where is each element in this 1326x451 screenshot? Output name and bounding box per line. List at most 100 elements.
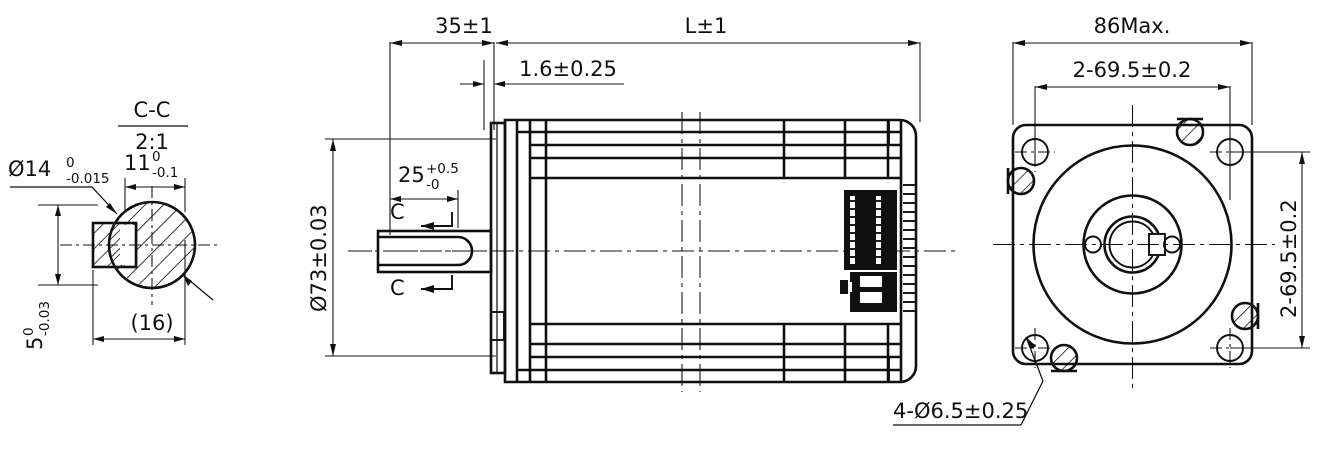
section-mark-arrow-upper-line [421, 212, 453, 227]
shaft-length-arrow-right [482, 40, 494, 46]
motor-body [348, 112, 960, 392]
rear-corner-top [888, 120, 901, 146]
hole-pitch-horizontal-dimension: 2-69.5±0.2 [1034, 58, 1231, 200]
key-depth-tol-upper: 0 [21, 327, 37, 336]
section-title: C-C [134, 98, 171, 122]
shaft-length-value: 35±1 [435, 14, 493, 38]
flat-width-dimension: (16) [92, 240, 186, 345]
shaft-diameter-leader [10, 186, 118, 215]
corner-boss-br [1230, 301, 1260, 331]
body-length-arrow-left [496, 40, 508, 46]
section-view-cc: C-C 2:1 Ø14 0 -0.015 11 0 -0.1 [8, 98, 220, 350]
key-length-arrow-left [390, 196, 401, 202]
pilot-diameter-dimension: Ø73±0.03 [307, 138, 496, 357]
key-length-dimension: 25 +0.5 -0 [389, 161, 459, 228]
body-length-dimension: L±1 [496, 14, 921, 122]
corner-boss-tr-hatch [1177, 119, 1203, 145]
key-depth-tol-lower: -0.03 [37, 301, 53, 336]
connector-slot-right [876, 196, 881, 264]
hole-pitch-v-arrow-top [1299, 152, 1305, 164]
side-elevation-view: 35±1 L±1 1.6±0.25 [307, 14, 960, 392]
connector-lower-stud [840, 280, 848, 294]
pilot-thickness-arrow-left [473, 81, 484, 87]
section-mark-arrow-upper-head [421, 222, 434, 230]
mounting-holes-leader-1 [1020, 380, 1044, 426]
connector-pins [849, 200, 882, 258]
shaft-diameter-tol-upper: 0 [66, 155, 75, 171]
body-length-arrow-right [908, 40, 920, 46]
body-vertical-dividers [782, 120, 890, 382]
corner-boss-bl-hatch [1051, 345, 1077, 371]
mounting-holes-callout: 4-Ø6.5±0.25 [893, 336, 1044, 426]
section-mark-arrow-lower-head [421, 285, 434, 293]
mounting-holes-leader-2 [1025, 336, 1044, 382]
hole-pitch-vertical-value: 2-69.5±0.2 [1277, 199, 1301, 318]
corner-bosses [1006, 117, 1260, 373]
key-length-tol-upper: +0.5 [426, 161, 459, 177]
key-width-tol-upper: 0 [152, 149, 161, 165]
shaft-length-dimension: 35±1 [389, 14, 495, 235]
mounting-holes-value: 4-Ø6.5±0.25 [893, 399, 1028, 423]
pilot-thickness-value: 1.6±0.25 [519, 57, 617, 81]
body-length-value: L±1 [685, 14, 728, 38]
front-view-centerlines [993, 105, 1275, 390]
rear-corner-bottom [888, 356, 901, 382]
corner-boss-tr [1175, 117, 1205, 147]
shaft-length-arrow-left [390, 40, 402, 46]
corner-boss-bl [1049, 343, 1079, 373]
terminal-connector-block [840, 190, 897, 312]
key-depth-arrow-top [55, 205, 61, 216]
motor-body-outline [503, 118, 918, 384]
flange-width-dimension: 86Max. [1012, 14, 1253, 125]
key-length-arrow-right [447, 196, 458, 202]
key-depth-arrow-bottom [55, 274, 61, 285]
connector-slot-left [850, 196, 855, 264]
body-top-ribs [517, 130, 900, 180]
key-length-value: 25 [398, 163, 425, 187]
body-bottom-ribs [517, 322, 900, 372]
corner-boss-tl-hatch [1008, 168, 1034, 194]
pilot-thickness-arrow-right [494, 81, 505, 87]
flange-width-value: 86Max. [1094, 14, 1171, 38]
shaft-cross-section [60, 186, 220, 305]
pilot-diameter-arrow-top [330, 139, 336, 151]
pilot-diameter-arrow-bottom [330, 344, 336, 356]
hole-pitch-h-arrow-right [1218, 84, 1230, 90]
shaft-leader-lower-arrow [183, 275, 192, 286]
key-width-arrow-left [125, 184, 136, 190]
corner-boss-tl [1006, 166, 1036, 196]
pilot-diameter-value: Ø73±0.03 [307, 204, 331, 312]
section-mark-letter-upper: C [390, 200, 405, 224]
connector-lower-slot-2 [860, 292, 882, 303]
rear-cooling-fins [903, 184, 915, 312]
flange-width-arrow-right [1240, 40, 1252, 46]
key-width-value: 11 [124, 151, 151, 175]
front-end-view: 86Max. 2-69.5±0.2 2-69.5±0.2 [893, 14, 1310, 426]
section-mark-arrow-lower-line [421, 275, 453, 290]
flange-plate [489, 121, 507, 375]
section-mark-letter-lower: C [390, 276, 405, 300]
section-mark-lower: C [390, 275, 453, 300]
key-depth-value: 5 [23, 337, 47, 350]
hole-pitch-horizontal-value: 2-69.5±0.2 [1073, 58, 1192, 82]
hole-pitch-h-arrow-left [1035, 84, 1047, 90]
flat-width-value: (16) [130, 311, 173, 335]
connector-lower-tab [846, 282, 852, 292]
section-scale: 2:1 [135, 130, 169, 154]
pilot-thickness-dimension: 1.6±0.25 [460, 57, 624, 130]
key-width-tol-lower: -0.1 [152, 165, 178, 181]
section-mark-upper: C [390, 200, 453, 230]
break-lines [681, 112, 701, 392]
shaft-diameter-callout: Ø14 0 -0.015 [8, 155, 118, 215]
shaft-diameter-tol-lower: -0.015 [66, 171, 110, 187]
key-length-tol-lower: -0 [426, 177, 439, 193]
front-flange-plate [489, 121, 507, 375]
mounting-holes-leader-arrow [1026, 337, 1036, 349]
hole-pitch-v-arrow-bottom [1299, 336, 1305, 348]
connector-lower-slot-1 [860, 276, 882, 287]
shaft-diameter-leader-arrow [106, 203, 117, 214]
flat-width-arrow-right [174, 336, 185, 342]
flange-width-arrow-left [1013, 40, 1025, 46]
